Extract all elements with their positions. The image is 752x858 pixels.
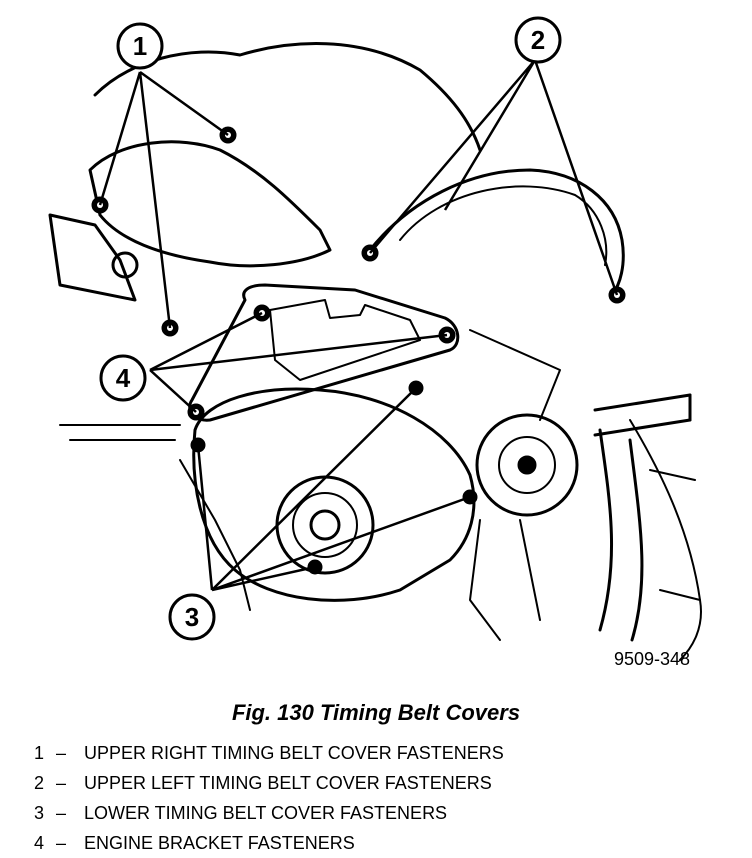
callout-4-circle [99,354,147,402]
leader-3 [196,387,471,592]
legend-separator: – [56,803,67,823]
legend-separator: – [56,833,67,853]
legend-item: 2–UPPER LEFT TIMING BELT COVER FASTENERS [34,768,734,798]
callout-1-circle [116,22,164,70]
callout-4: 4 [116,363,131,393]
legend-item: 3–LOWER TIMING BELT COVER FASTENERS [34,798,734,828]
legend-text: LOWER TIMING BELT COVER FASTENERS [84,803,448,823]
timing-belt-cover-illustration: 1 2 3 4 [48,16,702,661]
legend-text: UPPER RIGHT TIMING BELT COVER FASTENERS [84,743,504,763]
wire-harness [629,419,702,661]
figure-id: 9509-348 [614,649,691,669]
callout-1: 1 [133,31,147,61]
accessory-pulley [475,413,579,517]
legend-number: 3 [34,803,45,823]
leader-2 [369,59,619,296]
legend-item: 4–ENGINE BRACKET FASTENERS [34,828,734,858]
legend-text: UPPER LEFT TIMING BELT COVER FASTENERS [84,773,492,793]
legend-number: 4 [34,833,45,853]
left-bracket [48,213,137,302]
callout-3: 3 [185,602,199,632]
hose-lower [598,428,644,642]
right-upper-cover [368,168,625,297]
lower-cover [192,387,476,602]
cam-sprocket-right [399,185,608,266]
figure-caption: Fig. 130 Timing Belt Covers [231,700,521,725]
bracket-window [269,299,421,381]
legend-number: 1 [34,743,45,763]
legend-separator: – [56,773,67,793]
engine-upper-outline [93,42,482,152]
legend-number: 2 [34,773,45,793]
leader-1 [98,70,229,329]
callout-2-circle [514,16,562,64]
legend-text: ENGINE BRACKET FASTENERS [84,833,355,853]
coolant-hose [593,393,692,437]
callout-2: 2 [531,25,545,55]
legend-item: 1–UPPER RIGHT TIMING BELT COVER FASTENER… [34,738,734,768]
crankshaft-damper [275,475,375,575]
legend-separator: – [56,743,67,763]
legend: 1–UPPER RIGHT TIMING BELT COVER FASTENER… [34,738,734,858]
callout-3-circle [168,593,216,641]
leader-4 [149,311,448,413]
dipstick-tube [469,329,561,421]
left-upper-cover [88,140,332,268]
